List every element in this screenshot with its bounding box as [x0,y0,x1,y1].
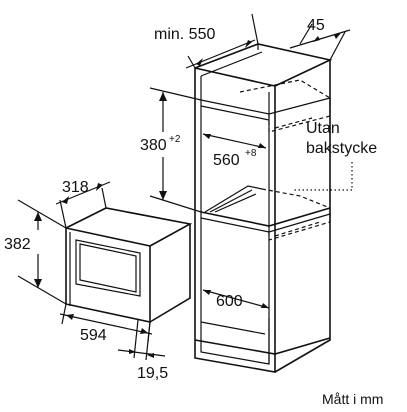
dim-550-arrow-right [245,40,252,48]
note-line-2: bakstycke [306,140,377,157]
dim-600: 600 [202,289,270,310]
lower-shelf-rail2 [214,193,257,213]
note-no-back-panel: Utan bakstycke [292,120,377,191]
cabinet-side [274,60,331,373]
dim-594-ext-left [61,303,67,325]
dim-594-label: 594 [80,327,107,344]
dim-45-ext-right [329,31,346,61]
upper-dashed-box [268,98,331,133]
lower-shelf [200,207,331,227]
dim-550-arrow-left [196,58,203,66]
dim-380: 380 +2 [140,87,202,213]
dim-45: 45 [289,17,351,61]
cabinet-top [194,43,333,87]
dim-19-5: 19,5 [117,319,168,382]
unit-label: Mått i mm [322,391,383,407]
dim-45-ext-left [299,23,313,45]
oven-window [75,239,141,297]
dim-318-arrow-right [96,183,103,191]
dim-550-label: min. 550 [154,26,215,43]
dim-45-label: 45 [307,17,325,34]
dim-19-5-arrow-right [147,353,154,358]
dim-382-arrow-top [34,212,42,221]
dim-382-ext-bottom [17,275,67,305]
dim-550-ext-left [187,55,196,69]
dim-318-arrow-left [62,196,69,204]
dim-380-label: 380 [140,137,167,154]
dim-560-arrow-left [203,134,211,139]
dim-380-arrow-top [159,92,167,101]
oven-top [65,207,193,247]
dim-318-label: 318 [62,179,89,196]
dim-45-line [289,29,351,49]
oven-window-inner [79,243,137,293]
upper-shelf-edge [200,105,270,121]
dim-19-5-label: 19,5 [137,365,168,382]
oven [65,207,193,323]
dim-380-ext-top [149,87,202,101]
lower-dashed-box [268,208,331,241]
dim-380-arrow-bottom [159,191,167,200]
dim-560-line [202,133,267,149]
dim-45-arrow-left [313,36,320,42]
lower-shelf-top [204,185,263,213]
dim-318-ext-right [101,187,107,209]
dim-min-550: min. 550 [154,13,259,69]
lower-dashed-line [274,221,321,237]
dim-380-tolerance: +2 [169,134,181,145]
dim-45-arrow-right [334,33,341,39]
dim-318: 318 [55,179,111,229]
cabinet-opening [200,76,270,365]
dim-560: 560 +8 [202,133,267,169]
cabinet-bottom-shelf [200,321,266,335]
oven-front [65,227,151,323]
dim-560-arrow-right [258,143,266,148]
cabinet-top-inner [200,51,263,77]
note-leader [292,162,353,191]
dim-19-5-arrow-left [129,349,136,354]
upper-dashed-line [274,117,313,129]
upper-dashed-back [239,79,331,99]
tall-cabinet [194,43,333,373]
dim-594: 594 [59,303,153,344]
dim-600-arrow-right [261,303,269,308]
dim-600-line [202,289,270,309]
lower-dashed-back [261,188,331,209]
dim-382-arrow-bottom [34,279,42,288]
dim-382-label: 382 [4,236,31,253]
dim-382-ext-top [17,199,67,229]
lower-shelf-rail [209,189,253,213]
upper-shelf [200,97,331,115]
dim-560-label: 560 [213,152,240,169]
dim-594-arrow-left [66,314,74,320]
note-line-1: Utan [306,120,340,137]
cabinet-plinth [194,337,331,355]
dim-560-tolerance: +8 [245,148,257,159]
oven-side [149,224,191,323]
dim-382: 382 [4,199,67,305]
dim-594-arrow-right [140,328,148,334]
dim-600-arrow-left [203,290,211,295]
dim-550-ext-right [251,13,259,45]
dim-380-ext-bottom [149,195,202,213]
dim-318-ext-left [59,199,67,229]
dim-19-5-line [117,349,166,357]
dim-600-label: 600 [216,293,243,310]
